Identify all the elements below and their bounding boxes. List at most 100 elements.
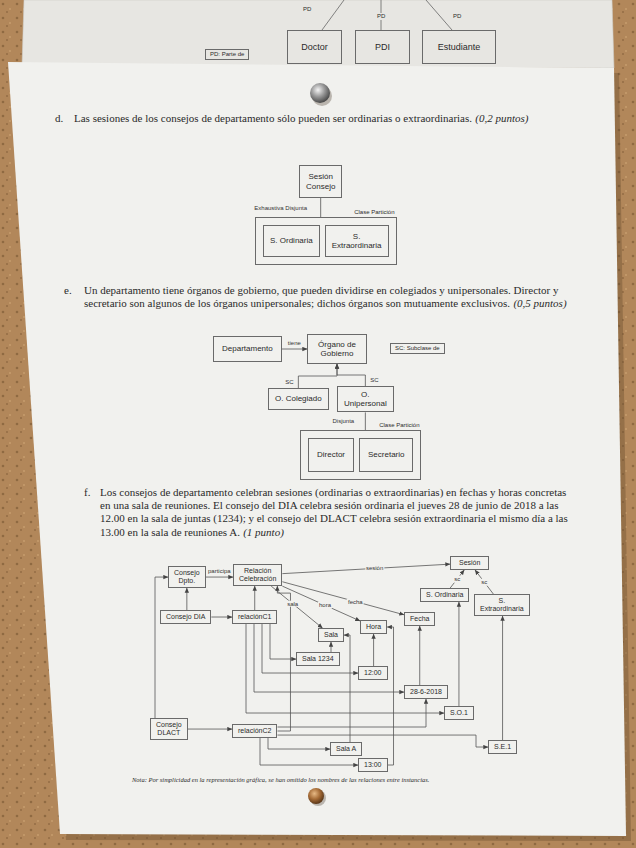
edge-label: Disjunta: [332, 418, 356, 425]
node-text: S.O.1: [450, 709, 468, 717]
tree-line: [322, 0, 344, 30]
question-text: Los consejos de departamento celebran se…: [100, 486, 568, 538]
class-box: Sesión Consejo: [299, 165, 342, 198]
connector: [155, 577, 168, 718]
connector: [188, 729, 232, 730]
instance-box: S.E.1: [488, 740, 517, 754]
node-text: S. Ordinaria: [426, 591, 463, 599]
paper-sheet: [8, 62, 626, 836]
note-text: Nota: Por simplicidad en la representaci…: [132, 776, 532, 784]
question-letter: f.: [84, 486, 90, 498]
edge-label: SC: [284, 379, 294, 386]
node-text: Sala: [324, 631, 338, 639]
connector: [186, 588, 187, 610]
relation-label: PD: [376, 13, 386, 20]
relation-label: PD: [452, 13, 462, 20]
instance-box: Sala A: [330, 742, 362, 756]
connector: [365, 412, 366, 430]
push-pin: [310, 83, 330, 103]
key-box: PD: Parte de: [205, 49, 249, 60]
question-letter: e.: [64, 284, 72, 296]
note-text: Nota: Por simplicidad en la representaci…: [132, 776, 429, 783]
node-text: 12:00: [364, 669, 382, 677]
connector: [450, 570, 464, 588]
connector: [373, 634, 374, 666]
relation-label: PD: [303, 6, 311, 12]
edge-label: hora: [318, 602, 332, 609]
node-text: O. Colegiado: [275, 394, 322, 403]
instance-box: relaciónC1: [232, 610, 277, 624]
class-box: S. Ordinaria: [420, 588, 469, 602]
connector: [246, 624, 444, 713]
question-text: Las sesiones de los consejos de departam…: [74, 112, 604, 125]
connector: [211, 617, 232, 618]
node-text: S. Extraordinaria: [480, 597, 524, 613]
question-text: Los consejos de departamento celebran se…: [100, 486, 570, 539]
question-letter: e.: [64, 284, 72, 297]
key-box: SC: Subclase de: [390, 343, 445, 354]
class-box: Órgano de Gobierno: [307, 334, 367, 364]
node-text: 13:00: [364, 761, 382, 769]
node-text: Fecha: [410, 615, 429, 623]
connector: [475, 570, 493, 594]
connector: [387, 627, 393, 765]
connector: [320, 198, 321, 217]
node-text: 28-6-2018: [410, 688, 442, 696]
relation-label: PD: [302, 6, 312, 13]
instance-box: Consejo DLACT: [150, 718, 188, 740]
connector: [206, 577, 233, 578]
class-box: Sala: [318, 628, 344, 642]
node-text: PD: Parte de: [210, 51, 244, 58]
question-text: Un departamento tiene órganos de gobiern…: [84, 284, 559, 309]
node-text: S.E.1: [494, 743, 511, 751]
class-box: S. Extraordinaria: [325, 225, 389, 257]
node-text: Clase Partición: [354, 209, 394, 215]
node-text: Órgano de Gobierno: [312, 340, 362, 358]
question-text: (0,5 puntos): [513, 297, 566, 309]
connector: [262, 624, 358, 673]
node-text: O. Unipersonal: [344, 390, 387, 408]
edge-label: sc: [453, 576, 461, 583]
edge-label: SC: [369, 377, 379, 384]
node-text: relaciónC2: [238, 727, 271, 735]
tree-line: [426, 0, 452, 30]
connector: [298, 364, 337, 388]
class-box: S. Extraordinaria: [474, 594, 530, 616]
question-letter: d.: [55, 112, 63, 124]
node-text: Secretario: [368, 450, 404, 459]
node-text: Estudiante: [438, 42, 481, 52]
class-box: Estudiante: [422, 30, 496, 64]
class-box: Hora: [360, 620, 387, 634]
relation-label: PD: [453, 13, 461, 19]
node-text: S. Ordinaria: [270, 236, 313, 245]
relation-label: PD: [377, 13, 385, 19]
class-box: Departamento: [213, 336, 282, 362]
node-text: Hora: [366, 623, 381, 631]
connector: [271, 586, 322, 628]
question-letter: d.: [55, 112, 63, 125]
edge-label: sala: [286, 600, 299, 607]
node-text: SC: Subclase de: [395, 345, 440, 352]
connector: [270, 624, 296, 659]
class-box: Secretario: [359, 438, 413, 472]
instance-box: 12:00: [358, 666, 388, 680]
edge-label: participa: [207, 568, 232, 575]
edge-label: Exhaustiva Disjunta: [253, 204, 308, 211]
edge-label: fecha: [347, 598, 364, 605]
connector: [254, 586, 255, 610]
connector: [277, 586, 290, 731]
connector: [337, 364, 365, 386]
class-box: S. Ordinaria: [263, 225, 320, 257]
relation-box: Relación Celebración: [233, 564, 282, 586]
node-text: Doctor: [301, 42, 328, 52]
node-text: Sesión Consejo: [306, 172, 335, 190]
class-box: PDI: [355, 30, 410, 64]
connector: [277, 735, 488, 747]
node-text: S. Extraordinaria: [332, 232, 382, 250]
class-box: Doctor: [287, 30, 342, 64]
question-text: (0,2 puntos): [475, 112, 528, 124]
node-text: Clase Partición: [379, 422, 419, 428]
